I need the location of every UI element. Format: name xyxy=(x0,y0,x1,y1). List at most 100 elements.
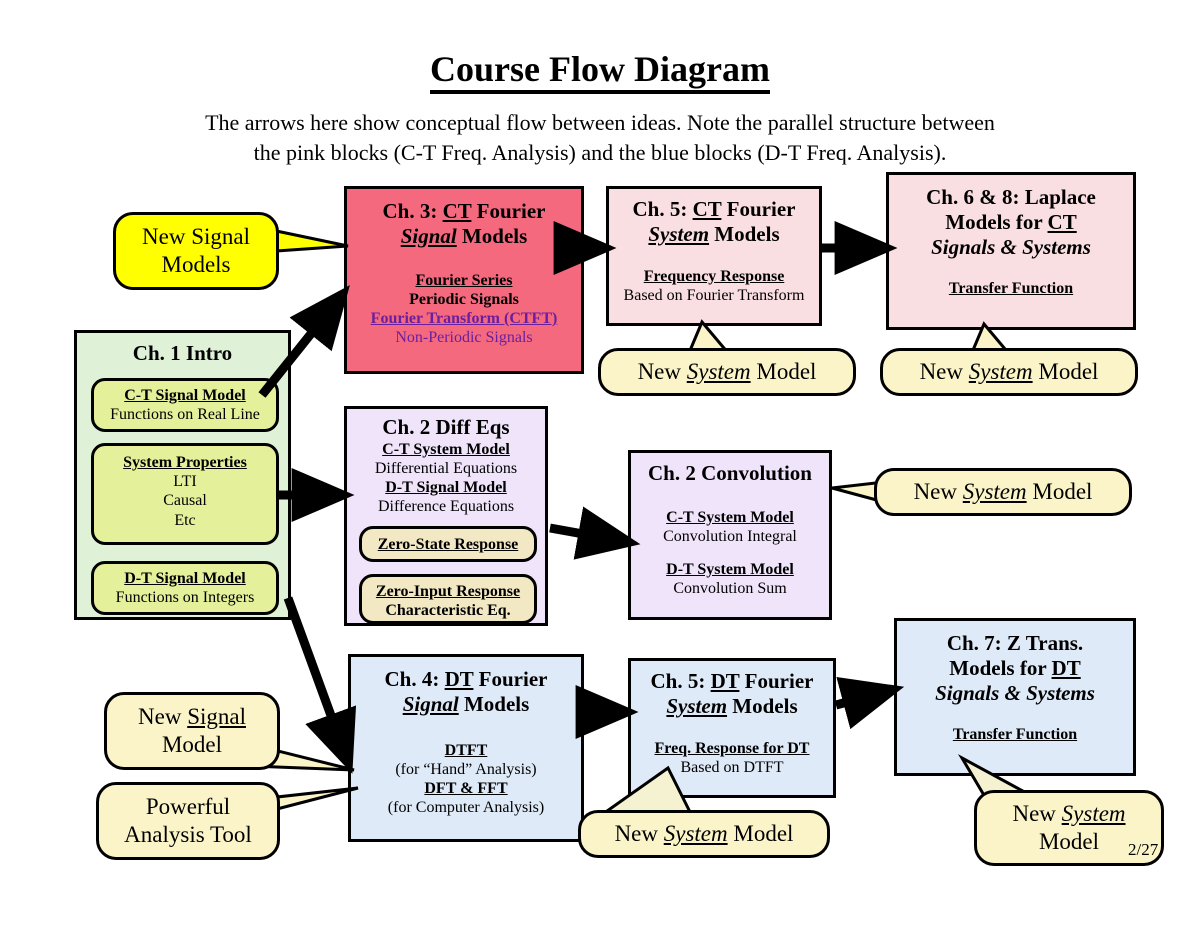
callout-nsm3-post: Model xyxy=(1026,478,1093,504)
callout-new-signal-models[interactable]: New Signal Models xyxy=(113,212,279,290)
callout-new-signal-models-line-1: New Signal xyxy=(142,223,250,249)
ch5dt-title-suffix: Fourier xyxy=(739,669,814,693)
subbox-dt-signal-model[interactable]: D-T Signal Model Functions on Integers xyxy=(91,561,279,615)
arrow-zero-state-to-convolution xyxy=(549,506,641,560)
system-properties-line-2: Causal xyxy=(163,492,207,510)
ch68-title-models-for: Models for xyxy=(945,209,1048,234)
ch3-title-models: Models xyxy=(456,223,528,248)
ch7-title: Ch. 7: Z Trans. Models for DT Signals & … xyxy=(897,631,1133,705)
callout-new-signal-models-line-2: Models xyxy=(161,252,231,277)
callout-nsm1-pre: New xyxy=(637,358,687,384)
page-title-text: Course Flow Diagram xyxy=(430,49,770,94)
callout-new-signal-model[interactable]: New Signal Model xyxy=(104,692,280,770)
block-ch2-convolution[interactable]: Ch. 2 Convolution C-T System Model Convo… xyxy=(628,450,832,620)
callout-nsm2-post: Model xyxy=(1032,358,1099,384)
block-ch6-8-laplace-models[interactable]: Ch. 6 & 8: Laplace Models for CT Signals… xyxy=(886,172,1136,330)
ch3-body-line-2: Periodic Signals xyxy=(409,290,519,308)
page-marker: 2/27 xyxy=(1128,840,1159,859)
block-ch5-ct-fourier-system-models[interactable]: Ch. 5: CT Fourier System Models Frequenc… xyxy=(606,186,822,326)
ch5ct-title-system: System xyxy=(648,221,710,246)
ch5dt-body-line-1: Freq. Response for DT xyxy=(654,739,810,757)
ch3-title-signal: Signal xyxy=(400,223,457,248)
ch5ct-title-prefix: Ch. 5: xyxy=(632,197,693,221)
ch2conv-body-line-2: Convolution Integral xyxy=(663,527,797,545)
page-subtitle: The arrows here show conceptual flow bet… xyxy=(100,108,1100,167)
ch5ct-title-suffix: Fourier xyxy=(721,197,796,221)
arrow-dt-signal-to-ch4 xyxy=(283,596,357,774)
block-ch2-diff-eqs[interactable]: Ch. 2 Diff Eqs C-T System Model Differen… xyxy=(344,406,548,626)
ch2conv-body-line-3: D-T System Model xyxy=(666,561,794,579)
callout-nsm1-mid: System xyxy=(686,358,751,384)
ch4-title-prefix: Ch. 4: xyxy=(384,667,445,691)
ch3-body-line-1: Fourier Series xyxy=(415,271,513,289)
subbox-zero-state-response[interactable]: Zero-State Response xyxy=(359,526,537,562)
callout-new-system-model-5[interactable]: New System Model xyxy=(974,790,1164,866)
callout-new-system-model-4[interactable]: New System Model xyxy=(578,810,830,858)
dt-signal-model-text: Functions on Integers xyxy=(115,589,255,607)
callout-nsm2-pre: New xyxy=(919,358,969,384)
callout-nsig-line-2: Model xyxy=(161,732,223,757)
ch3-body: Fourier Series Periodic Signals Fourier … xyxy=(347,271,581,348)
callout-nsm3-mid: System xyxy=(962,478,1027,504)
callout-nsm5-post: Model xyxy=(1038,829,1100,854)
system-properties-line-3: Etc xyxy=(174,511,196,529)
callout-nsig-pre: New xyxy=(138,703,188,729)
ch7-title-models-for: Models for xyxy=(949,655,1052,680)
ch4-title-models: Models xyxy=(458,691,530,716)
callout-new-system-model-1[interactable]: New System Model xyxy=(598,348,856,396)
ch68-body-line-1: Transfer Function xyxy=(948,280,1074,298)
ch1-title: Ch. 1 Intro xyxy=(132,341,233,365)
block-ch1-intro[interactable]: Ch. 1 Intro C-T Signal Model Functions o… xyxy=(74,330,291,620)
system-properties-line-1: LTI xyxy=(173,473,197,491)
ch3-title-prefix: Ch. 3: xyxy=(382,199,443,223)
callout-nsm5-mid: System xyxy=(1061,800,1126,826)
callout-nsm4-mid: System xyxy=(663,820,728,846)
block-ch4-dt-fourier-signal-models[interactable]: Ch. 4: DT Fourier Signal Models DTFT (fo… xyxy=(348,654,584,842)
ch4-body-line-1: DTFT xyxy=(444,741,488,759)
page-title: Course Flow Diagram xyxy=(0,48,1200,94)
ct-signal-model-header: C-T Signal Model xyxy=(124,387,246,404)
system-properties-header: System Properties xyxy=(123,454,247,471)
subbox-system-properties[interactable]: System Properties LTI Causal Etc xyxy=(91,443,279,545)
callout-new-system-model-2[interactable]: New System Model xyxy=(880,348,1138,396)
callout-nsm4-pre: New xyxy=(614,820,664,846)
subbox-zero-input-response[interactable]: Zero-Input Response Characteristic Eq. xyxy=(359,574,537,624)
ch68-body: Transfer Function xyxy=(889,279,1133,298)
ch4-body: DTFT (for “Hand” Analysis) DFT & FFT (fo… xyxy=(351,741,581,818)
subbox-ct-signal-model[interactable]: C-T Signal Model Functions on Real Line xyxy=(91,378,279,432)
ch5dt-title-prefix: Ch. 5: xyxy=(650,669,711,693)
block-ch7-z-transform-models[interactable]: Ch. 7: Z Trans. Models for DT Signals & … xyxy=(894,618,1136,776)
callout-new-system-model-3[interactable]: New System Model xyxy=(874,468,1132,516)
ch4-body-line-3: DFT & FFT xyxy=(424,779,508,797)
block-ch3-ct-fourier-signal-models[interactable]: Ch. 3: CT Fourier Signal Models Fourier … xyxy=(344,186,584,374)
ch2diff-body-line-1: C-T System Model xyxy=(382,440,510,458)
subtitle-line-2: the pink blocks (C-T Freq. Analysis) and… xyxy=(253,139,947,165)
ch2conv-body-line-1: C-T System Model xyxy=(666,508,794,526)
ch7-body: Transfer Function xyxy=(897,725,1133,744)
ch5ct-body-line-2: Based on Fourier Transform xyxy=(623,286,805,304)
ch2conv-body: C-T System Model Convolution Integral D-… xyxy=(631,508,829,599)
arrow-ch5dt-to-ch7 xyxy=(834,676,905,730)
ch5ct-title: Ch. 5: CT Fourier System Models xyxy=(609,197,819,247)
ch68-title-line-1: Ch. 6 & 8: Laplace xyxy=(926,185,1096,209)
ch3-title: Ch. 3: CT Fourier Signal Models xyxy=(347,199,581,249)
ch3-title-ct: CT xyxy=(442,199,472,223)
ch5dt-title: Ch. 5: DT Fourier System Models xyxy=(631,669,833,719)
ch4-body-line-4: (for Computer Analysis) xyxy=(387,799,545,817)
ct-signal-model-text: Functions on Real Line xyxy=(110,406,260,424)
ch4-title: Ch. 4: DT Fourier Signal Models xyxy=(351,667,581,717)
ch2diff-title: Ch. 2 Diff Eqs xyxy=(382,415,510,439)
ch3-body-line-4: Non-Periodic Signals xyxy=(395,329,533,347)
ch5dt-body-line-2: Based on DTFT xyxy=(680,758,784,776)
ch5dt-title-models: Models xyxy=(727,693,798,718)
zero-input-response-text: Characteristic Eq. xyxy=(385,602,511,620)
ch2diff-body-line-2: Differential Equations xyxy=(374,459,518,477)
callout-powerful-analysis-tool[interactable]: Powerful Analysis Tool xyxy=(96,782,280,860)
ch68-title: Ch. 6 & 8: Laplace Models for CT Signals… xyxy=(889,185,1133,259)
callout-nsm4-post: Model xyxy=(727,820,794,846)
ch4-body-line-2: (for “Hand” Analysis) xyxy=(395,760,537,778)
ch4-title-dt: DT xyxy=(444,667,474,691)
ch2conv-body-line-4: Convolution Sum xyxy=(673,580,787,598)
ch5ct-title-models: Models xyxy=(709,221,780,246)
